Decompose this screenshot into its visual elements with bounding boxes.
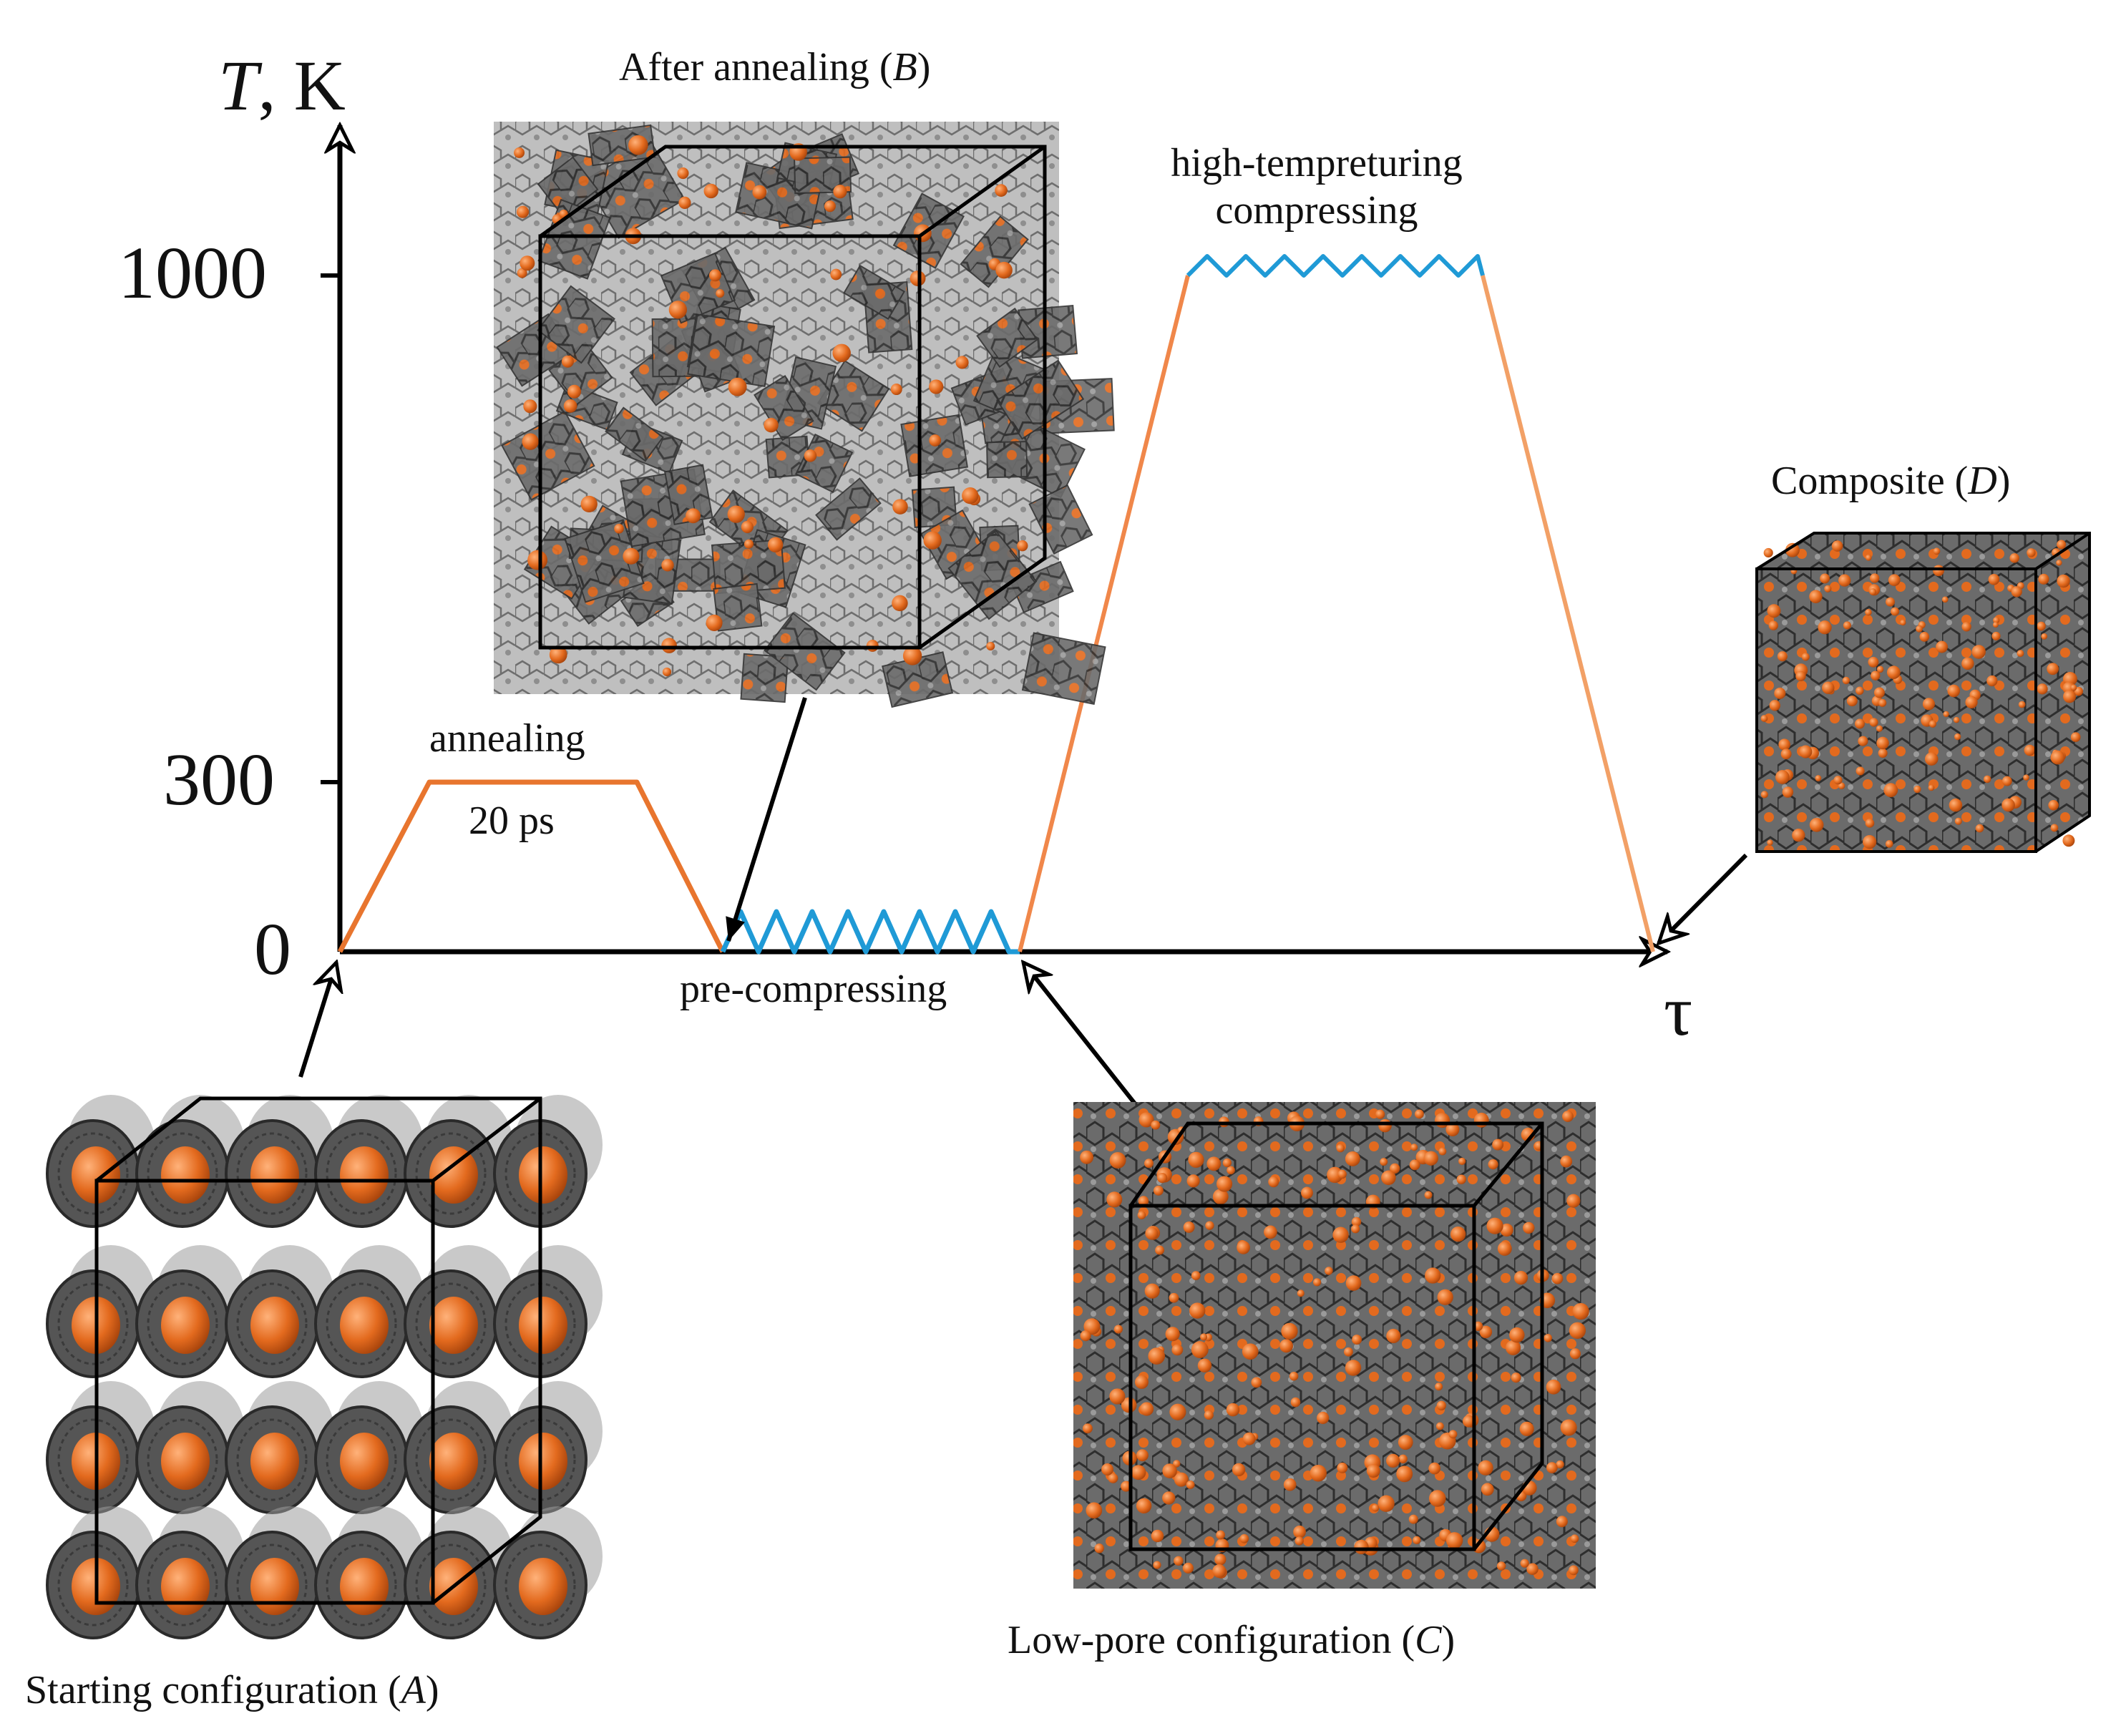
high-temp-label: high-tempreturing compressing — [1138, 140, 1496, 234]
caption-letter: A — [401, 1668, 426, 1712]
pointer-arrows — [298, 697, 1748, 1118]
configuration-a-box — [94, 1096, 542, 1605]
configuration-a-caption: Starting configuration (A) — [25, 1667, 439, 1713]
configuration-c-caption: Low-pore configuration (C) — [1008, 1617, 1455, 1663]
high-temp-label-line1: high-tempreturing — [1171, 141, 1463, 185]
configuration-a-image — [46, 1095, 603, 1639]
configuration-d-box — [1755, 532, 2091, 853]
arrow-icon — [298, 962, 336, 1078]
configuration-d-image — [1757, 533, 2090, 852]
y-axis-unit: , K — [258, 46, 346, 125]
configuration-c-box — [1128, 1121, 1544, 1551]
arrow-icon — [726, 697, 807, 942]
caption-text: Composite ( — [1771, 459, 1969, 503]
caption-text: After annealing ( — [619, 45, 893, 89]
cooling-ramp — [1481, 275, 1655, 952]
caption-close: ) — [425, 1668, 439, 1712]
caption-text: Low-pore configuration ( — [1008, 1618, 1415, 1662]
annealing-ramp — [337, 779, 726, 953]
y-tick-label-300: 300 — [163, 738, 275, 821]
y-tick-label-1000: 1000 — [118, 232, 267, 314]
caption-text: Starting configuration ( — [25, 1668, 401, 1712]
configuration-c-image — [1073, 1102, 1596, 1589]
y-axis-variable: T — [218, 46, 258, 125]
x-axis-label: τ — [1664, 971, 1693, 1050]
caption-letter: B — [892, 45, 917, 89]
caption-close: ) — [1441, 1618, 1455, 1662]
y-tick-label-0: 0 — [254, 908, 291, 990]
configuration-b-box — [538, 145, 1047, 650]
configuration-d-caption: Composite (D) — [1771, 458, 2010, 504]
pre-compressing-label: pre-compressing — [680, 967, 947, 1011]
annealing-label: annealing — [429, 716, 585, 761]
caption-letter: C — [1415, 1618, 1442, 1662]
configuration-b-caption: After annealing (B) — [619, 44, 930, 90]
high-temp-zigzag — [1186, 254, 1485, 278]
configuration-b-image — [494, 122, 1115, 708]
axes — [321, 125, 1667, 952]
arrow-icon — [1023, 962, 1147, 1118]
heating-ramp — [1018, 275, 1190, 952]
pre-compressing-zigzag — [720, 909, 1020, 955]
high-temp-label-line2: compressing — [1215, 188, 1418, 233]
caption-letter: D — [1968, 459, 1997, 503]
annealing-time-label: 20 ps — [469, 799, 555, 843]
arrow-icon — [1659, 853, 1748, 943]
caption-close: ) — [1996, 459, 2011, 503]
caption-close: ) — [917, 45, 931, 89]
y-axis-label: T, K — [218, 44, 346, 127]
temperature-profile — [337, 254, 1655, 955]
